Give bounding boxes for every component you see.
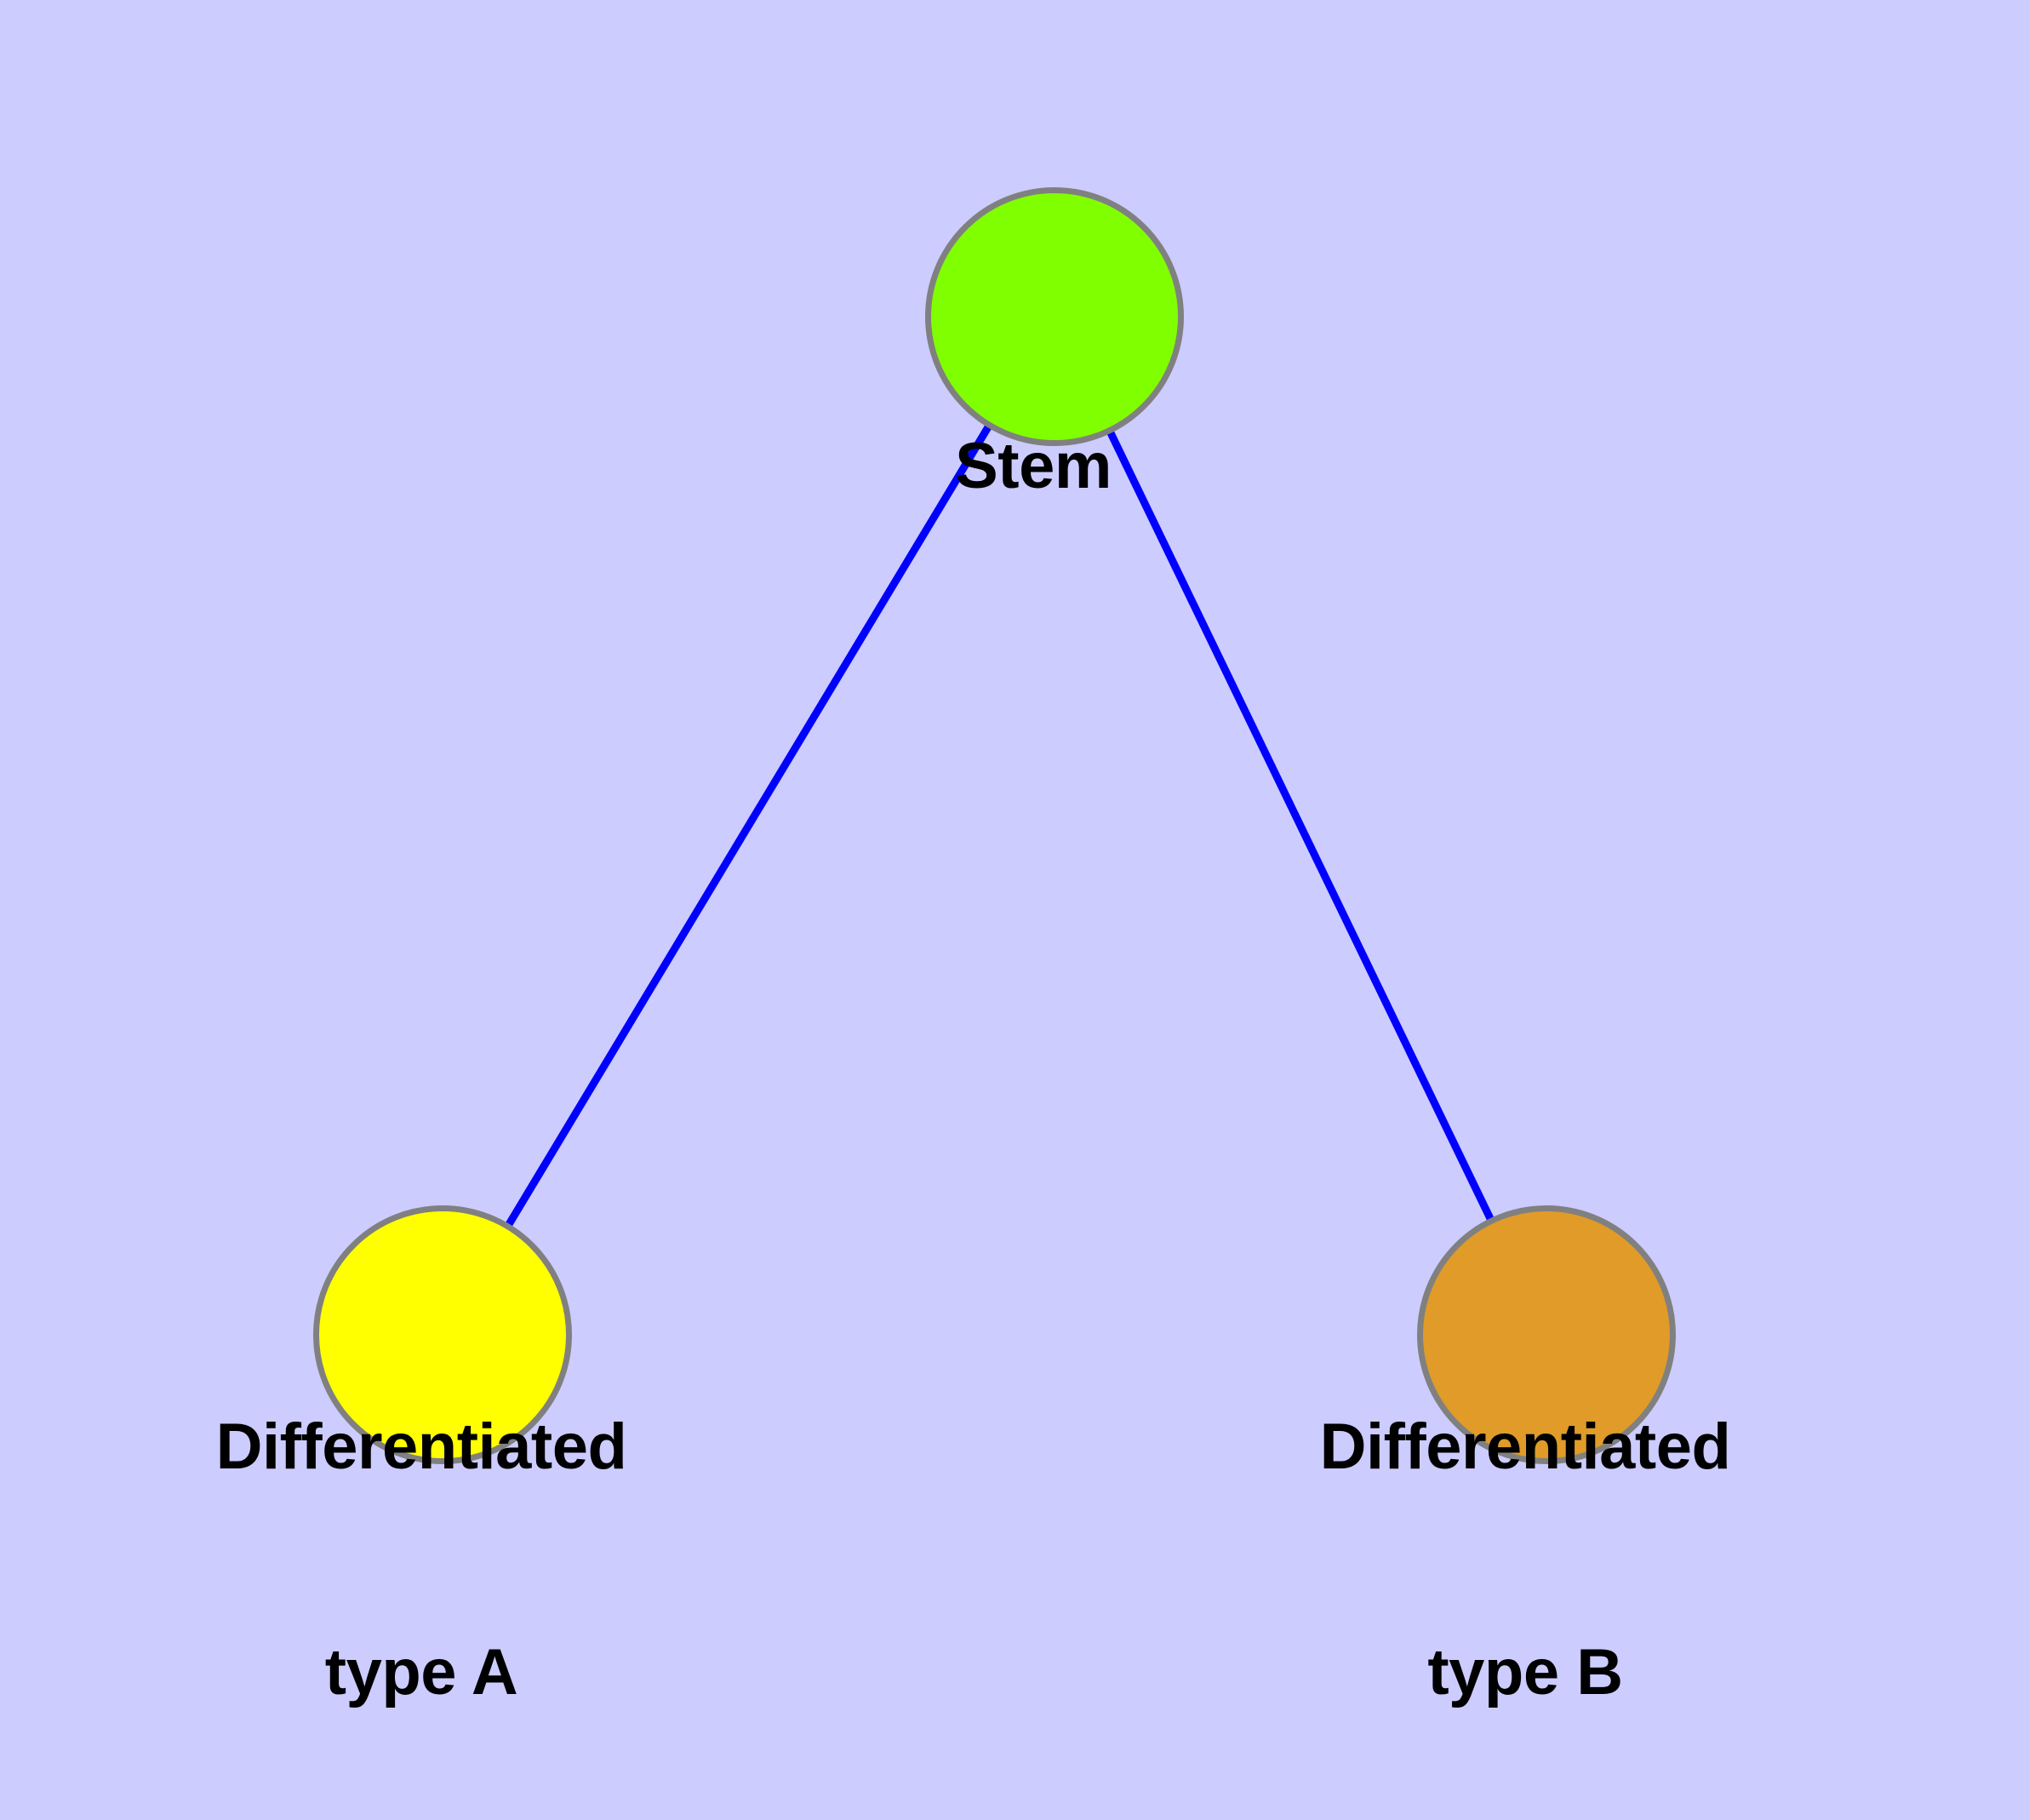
edge-stem-to-differentiated-type-b	[1050, 315, 1551, 1336]
node-stem[interactable]	[925, 187, 1184, 446]
node-label-differentiated-type-b: Differentiated type B	[1270, 1260, 1780, 1820]
node-label-differentiated-type-a: Differentiated type A	[166, 1260, 677, 1820]
node-label-diff-b-line1: Differentiated	[1319, 1411, 1731, 1484]
node-label-diff-a-line1: Differentiated	[215, 1411, 627, 1484]
node-label-stem: Stem	[863, 279, 1203, 655]
node-label-diff-b-line2: type B	[1427, 1635, 1623, 1708]
node-differentiated-type-a[interactable]	[313, 1205, 572, 1464]
node-label-stem-line1: Stem	[955, 430, 1112, 503]
node-differentiated-type-b[interactable]	[1417, 1205, 1676, 1464]
edge-stem-to-differentiated-type-a	[439, 314, 1058, 1337]
node-label-diff-a-line2: type A	[324, 1635, 518, 1708]
